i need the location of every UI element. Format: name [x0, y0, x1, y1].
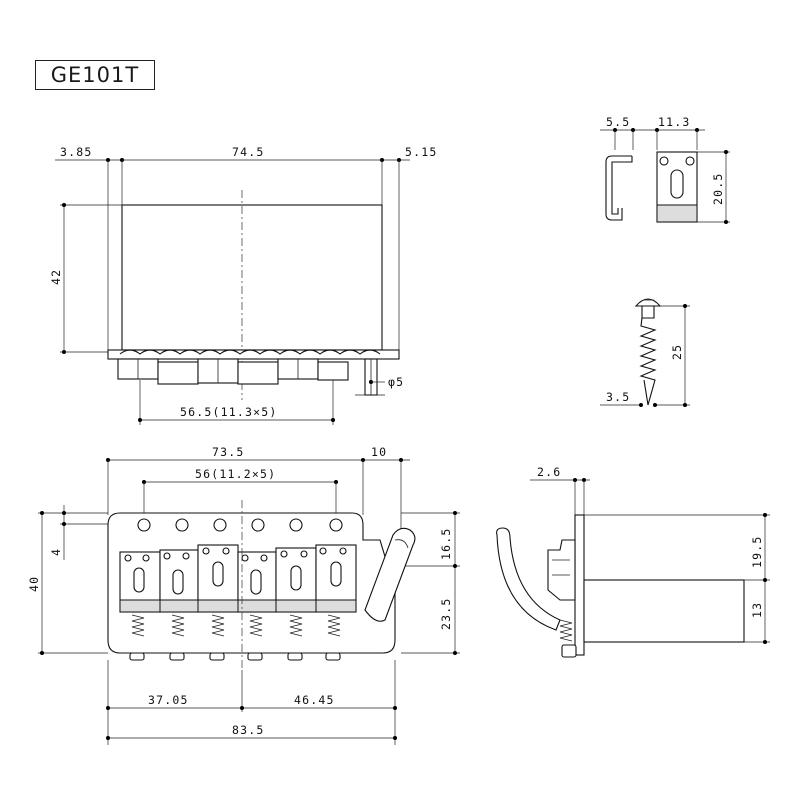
dim-left-to-center: 37.05: [148, 693, 189, 707]
dim-block-height: 13: [750, 602, 764, 618]
dim-screw-dia: 3.5: [606, 390, 630, 404]
dim-saddle-span: 56.5(11.3×5): [180, 405, 277, 419]
top-view: 3.85 74.5 5.15 42 φ5: [49, 145, 438, 425]
dim-hole-offset: 4: [49, 548, 63, 556]
dim-top-left-offset: 3.85: [60, 145, 93, 159]
dim-top-right-offset: 5.15: [405, 145, 438, 159]
model-title: GE101T: [35, 60, 155, 90]
dim-string-span: 56(11.2×5): [195, 467, 276, 481]
dim-top-width: 74.5: [232, 145, 265, 159]
dim-screw-length: 25: [670, 344, 684, 360]
dim-claw-width: 11.3: [658, 115, 691, 129]
dim-claw-depth: 5.5: [606, 115, 630, 129]
claw-view: 5.5 11.3 20.5: [600, 115, 730, 224]
dim-arm-offset: 10: [371, 445, 387, 459]
side-view: 2.6 19.5 13: [496, 465, 770, 658]
dim-upper-height: 16.5: [439, 528, 453, 561]
dim-top-height: 42: [49, 269, 63, 285]
dim-side-height: 19.5: [750, 536, 764, 569]
dim-center-to-right: 46.45: [294, 693, 335, 707]
dim-front-width-inner: 73.5: [212, 445, 245, 459]
dim-hole-dia: φ5: [388, 375, 404, 389]
dim-front-height: 40: [27, 576, 41, 592]
dim-total-width: 83.5: [232, 723, 265, 737]
front-view: 73.5 10 56(11.2×5) 40 4 16.5 23.5: [27, 445, 460, 745]
screw-view: 25 3.5: [600, 298, 690, 407]
dim-side-plate: 2.6: [537, 465, 561, 479]
dim-claw-height: 20.5: [711, 173, 725, 206]
dim-lower-height: 23.5: [439, 598, 453, 631]
